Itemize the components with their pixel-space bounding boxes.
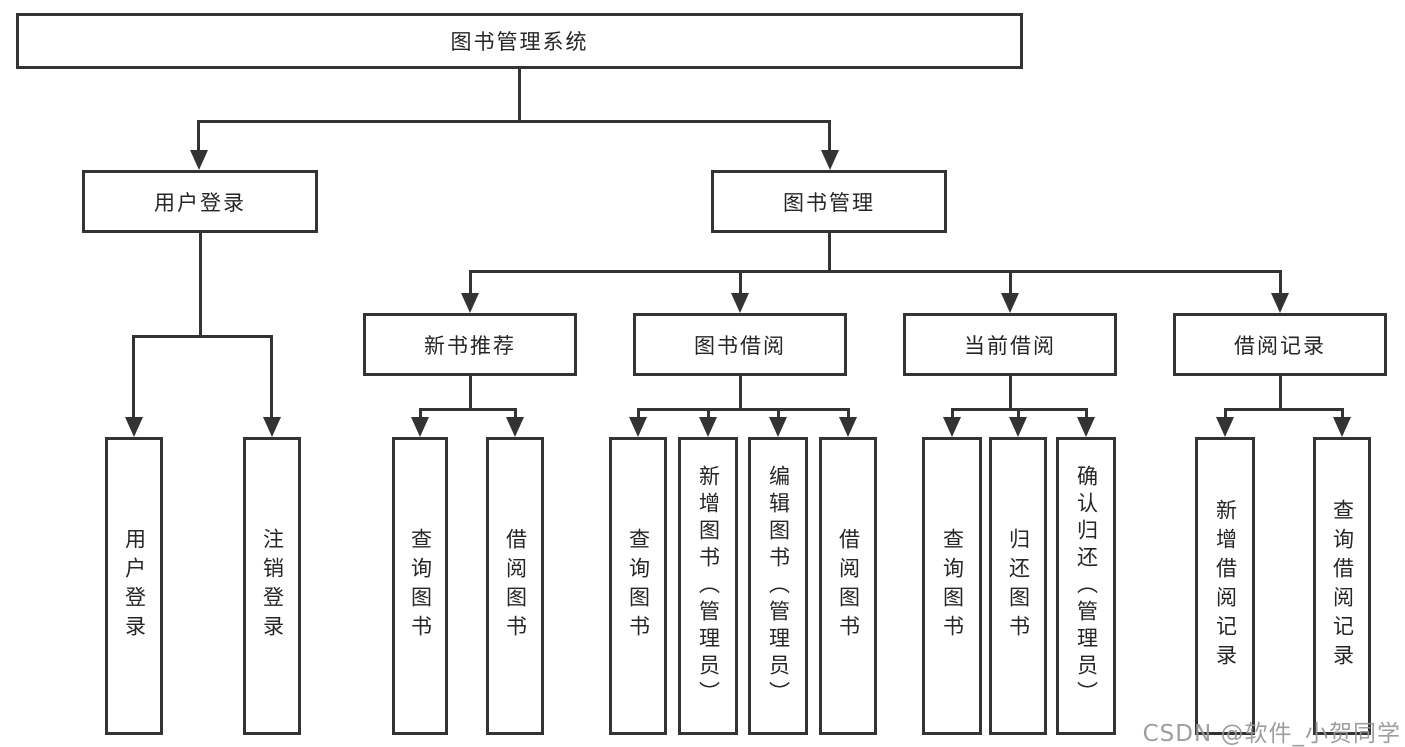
- node-current-borrowing: 当前借阅: [903, 313, 1117, 376]
- connector-stem-leaf-logout: [270, 335, 273, 421]
- connector-stem-book-borrow: [739, 270, 742, 295]
- connector-stem-nbr-borrow: [514, 408, 517, 422]
- arrowhead-down-icon: [1001, 293, 1019, 313]
- connector-stem-nbr-query: [419, 408, 422, 422]
- node-borrowing-records: 借阅记录: [1173, 313, 1387, 376]
- arrowhead-down-icon: [411, 417, 429, 437]
- connector-stem-bb-borrow: [847, 408, 850, 422]
- leaf-query-books-2: 查询图书: [609, 437, 667, 735]
- arrowhead-down-icon: [190, 150, 208, 170]
- connector-bb-branch: [637, 408, 849, 411]
- node-book-management: 图书管理: [711, 170, 947, 233]
- leaf-query-books-3: 查询图书: [922, 437, 982, 735]
- connector-stem-bb-query: [637, 408, 640, 422]
- connector-br-branch: [1224, 408, 1343, 411]
- connector-stem-br-add: [1224, 408, 1227, 422]
- arrowhead-down-icon: [1077, 417, 1095, 437]
- connector-bb-drop: [739, 374, 742, 410]
- arrowhead-down-icon: [1333, 417, 1351, 437]
- arrowhead-down-icon: [506, 417, 524, 437]
- connector-stem-cb-return: [1017, 408, 1020, 422]
- connector-bookmgmt-branch: [469, 270, 1282, 273]
- connector-stem-new-book-rec: [469, 270, 472, 295]
- arrowhead-down-icon: [125, 417, 143, 437]
- connector-stem-borrow-record: [1279, 270, 1282, 295]
- arrowhead-down-icon: [629, 417, 647, 437]
- node-book-borrowing: 图书借阅: [633, 313, 847, 376]
- leaf-borrow-books-2: 借阅图书: [819, 437, 877, 735]
- connector-userlogin-branch: [132, 335, 273, 338]
- leaf-user-login: 用户登录: [105, 437, 163, 735]
- arrowhead-down-icon: [461, 293, 479, 313]
- arrowhead-down-icon: [699, 417, 717, 437]
- arrowhead-down-icon: [1216, 417, 1234, 437]
- arrowhead-down-icon: [943, 417, 961, 437]
- connector-stem-leaf-user-login: [132, 335, 135, 421]
- connector-stem-user-login: [197, 120, 200, 152]
- connector-nbr-drop: [469, 374, 472, 410]
- leaf-add-books-admin: 新增图书（管理员）: [678, 437, 738, 735]
- arrowhead-down-icon: [839, 417, 857, 437]
- arrowhead-down-icon: [769, 417, 787, 437]
- arrowhead-down-icon: [1009, 417, 1027, 437]
- leaf-edit-books-admin: 编辑图书（管理员）: [748, 437, 808, 735]
- connector-root-branch: [197, 120, 831, 123]
- arrowhead-down-icon: [1271, 293, 1289, 313]
- connector-br-drop: [1279, 374, 1282, 410]
- connector-bookmgmt-drop: [828, 231, 831, 272]
- leaf-add-borrow-record: 新增借阅记录: [1195, 437, 1255, 735]
- node-new-book-recommend: 新书推荐: [363, 313, 577, 376]
- leaf-query-borrow-record: 查询借阅记录: [1313, 437, 1371, 735]
- connector-stem-br-query: [1341, 408, 1344, 422]
- connector-stem-bb-edit: [777, 408, 780, 422]
- leaf-confirm-return-admin: 确认归还（管理员）: [1056, 437, 1116, 735]
- connector-stem-book-mgmt: [828, 120, 831, 152]
- connector-stem-current-borrow: [1009, 270, 1012, 295]
- arrowhead-down-icon: [263, 417, 281, 437]
- arrowhead-down-icon: [821, 150, 839, 170]
- connector-userlogin-drop: [199, 231, 202, 337]
- node-library-management-system: 图书管理系统: [16, 13, 1023, 69]
- leaf-borrow-books-1: 借阅图书: [486, 437, 544, 735]
- leaf-logout: 注销登录: [243, 437, 301, 735]
- connector-stem-bb-add: [707, 408, 710, 422]
- connector-cb-drop: [1009, 374, 1012, 410]
- connector-stem-cb-confirm: [1085, 408, 1088, 422]
- connector-stem-cb-query: [951, 408, 954, 422]
- connector-nbr-branch: [419, 408, 517, 411]
- node-user-login: 用户登录: [82, 170, 318, 233]
- leaf-query-books-1: 查询图书: [392, 437, 448, 735]
- leaf-return-books: 归还图书: [989, 437, 1047, 735]
- connector-root-drop: [518, 67, 521, 122]
- arrowhead-down-icon: [731, 293, 749, 313]
